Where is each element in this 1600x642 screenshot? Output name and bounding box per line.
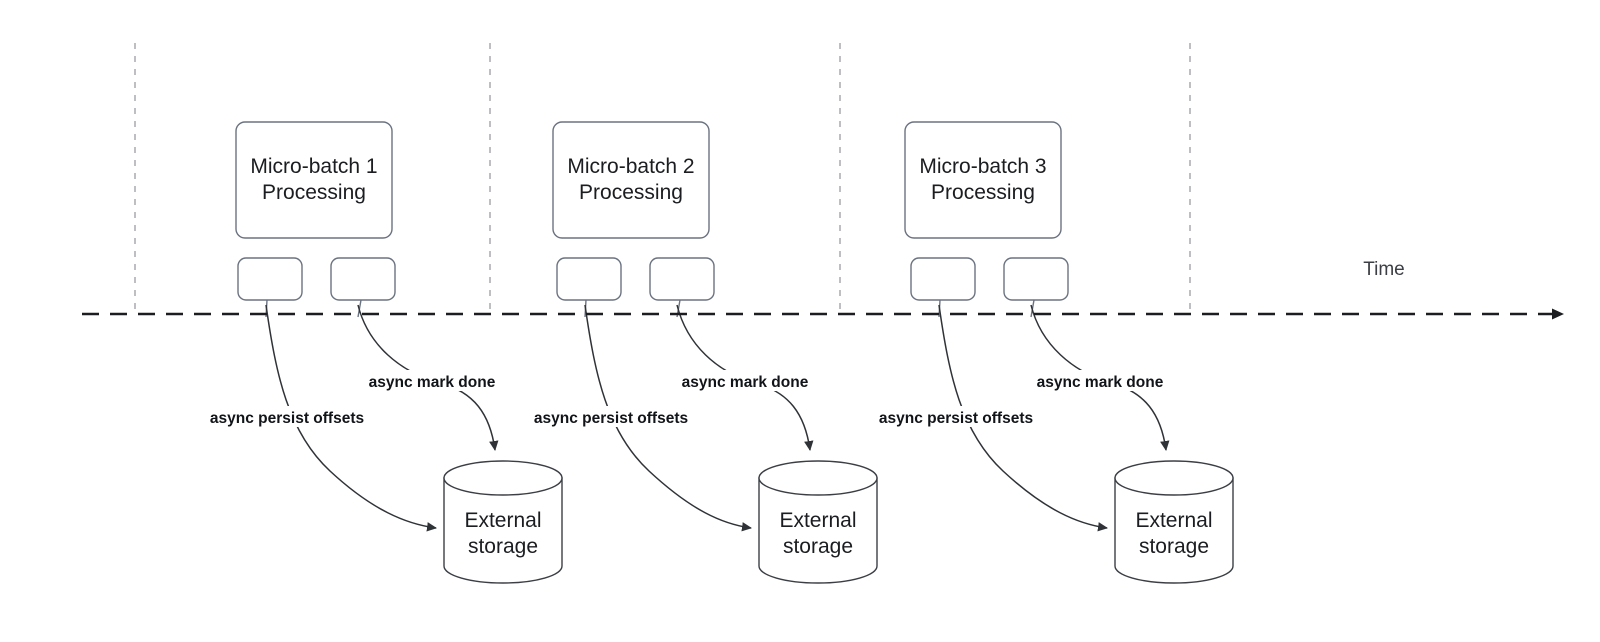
task-box-1a[interactable] (237, 257, 303, 301)
edge-label-async-persist-offsets-1-text: async persist offsets (210, 410, 364, 427)
external-storage-3[interactable]: External storage (1114, 460, 1234, 584)
edge-label-async-mark-done-3-text: async mark done (1037, 374, 1164, 391)
group-3: Micro-batch 3 Processing External storag… (866, 121, 1234, 584)
edge-label-async-mark-done-1-text: async mark done (369, 374, 496, 391)
micro-batch-box-1[interactable] (235, 121, 393, 239)
task-box-3a[interactable] (910, 257, 976, 301)
external-storage-1[interactable]: External storage (443, 460, 563, 584)
edge-label-async-persist-offsets-3-text: async persist offsets (879, 410, 1033, 427)
edge-label-async-mark-done-2: async mark done (675, 370, 815, 391)
edge-label-async-persist-offsets-1: async persist offsets (197, 406, 377, 427)
task-box-2a[interactable] (556, 257, 622, 301)
external-storage-2[interactable]: External storage (758, 460, 878, 584)
task-box-1b[interactable] (330, 257, 396, 301)
micro-batch-box-3-line1: Micro-batch 3 (919, 155, 1046, 178)
task-box-2b[interactable] (649, 257, 715, 301)
time-axis-label: Time (1363, 259, 1405, 280)
external-storage-1-line1: External (464, 509, 541, 532)
micro-batch-box-3[interactable] (904, 121, 1062, 239)
micro-batch-box-2[interactable] (552, 121, 710, 239)
external-storage-2-line1: External (779, 509, 856, 532)
micro-batch-box-1-line2: Processing (262, 181, 366, 204)
micro-batch-box-2-line1: Micro-batch 2 (567, 155, 694, 178)
external-storage-1-line2: storage (468, 535, 538, 558)
edge-label-async-mark-done-3: async mark done (1030, 370, 1170, 391)
edge-async-persist-offsets-3 (938, 304, 1108, 532)
group-2: Micro-batch 2 Processing External storag… (521, 121, 878, 584)
edge-async-persist-offsets-1 (265, 304, 437, 532)
group-1: Micro-batch 1 Processing External storag… (197, 121, 563, 584)
external-storage-3-line2: storage (1139, 535, 1209, 558)
external-storage-3-line1: External (1135, 509, 1212, 532)
edge-label-async-persist-offsets-3: async persist offsets (866, 406, 1046, 427)
edge-label-async-mark-done-2-text: async mark done (682, 374, 809, 391)
edge-async-persist-offsets-2 (584, 304, 752, 532)
edge-label-async-mark-done-1: async mark done (362, 370, 502, 391)
micro-batch-box-1-line1: Micro-batch 1 (250, 155, 377, 178)
external-storage-2-line2: storage (783, 535, 853, 558)
micro-batch-box-3-line2: Processing (931, 181, 1035, 204)
edge-label-async-persist-offsets-2-text: async persist offsets (534, 410, 688, 427)
time-axis: Time (82, 259, 1564, 320)
micro-batch-box-2-line2: Processing (579, 181, 683, 204)
task-box-3b[interactable] (1003, 257, 1069, 301)
edge-label-async-persist-offsets-2: async persist offsets (521, 406, 701, 427)
